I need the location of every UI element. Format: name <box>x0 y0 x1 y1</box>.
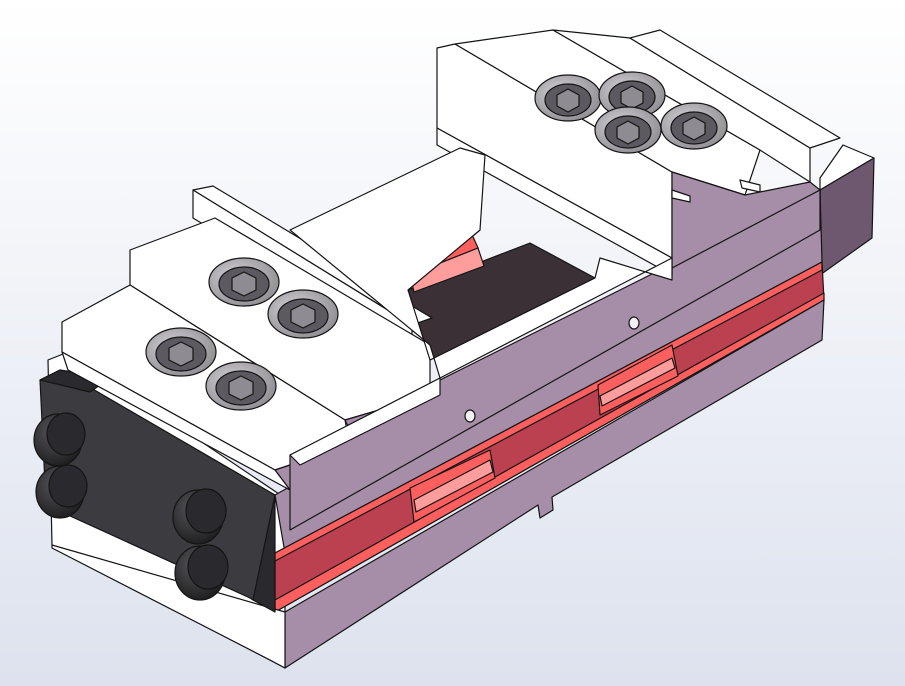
rear-jaw-ledge-2 <box>739 179 761 193</box>
hex-socket-screw-icon <box>208 257 280 307</box>
lower-slot-rear-light <box>599 357 676 407</box>
pin-hole-icon <box>628 316 640 330</box>
hex-socket-screw-icon <box>267 289 339 339</box>
hex-socket-screw-icon <box>598 71 666 119</box>
hex-socket-screw-icon <box>660 102 728 150</box>
lower-slot-front-light <box>413 459 494 513</box>
front-jaw-screws <box>145 257 339 411</box>
hex-socket-screw-icon <box>205 361 277 411</box>
pin-holes <box>464 316 640 423</box>
body-slots <box>409 344 679 523</box>
rear-end-block <box>819 144 875 276</box>
rear-jaw-screws <box>534 71 728 154</box>
front-jaw-slab <box>289 189 821 531</box>
round-knob-icon <box>172 488 227 545</box>
hex-socket-screw-icon <box>594 106 662 154</box>
front-jaw-slab-top <box>289 377 441 466</box>
hex-socket-screw-icon <box>145 327 217 377</box>
base-bottom-left <box>51 544 286 669</box>
rear-jaw-face <box>671 171 821 269</box>
round-knob-icon <box>35 464 88 519</box>
rear-jaw-ledge-1 <box>671 189 691 203</box>
round-knob-icon <box>33 412 86 467</box>
rear-jaw-tier3-top <box>629 29 841 149</box>
end-plate-knobs <box>33 412 229 601</box>
carriage <box>289 147 673 379</box>
hex-socket-screw-icon <box>534 74 602 122</box>
carriage-top <box>289 147 673 379</box>
round-knob-icon <box>174 544 229 601</box>
body-front-lower <box>284 299 825 669</box>
pin-hole-icon <box>464 409 476 423</box>
